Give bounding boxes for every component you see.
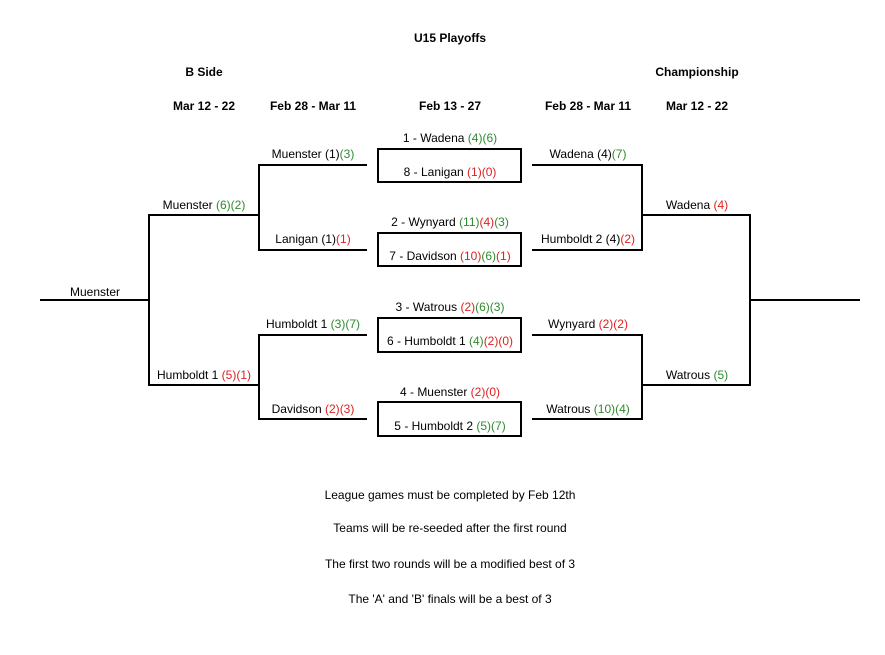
game-score: (2): [230, 198, 246, 212]
game-score: (1): [236, 368, 252, 382]
game-score: (4): [605, 232, 621, 246]
game-score: (10): [460, 249, 482, 263]
b-semi-entry-2: Lanigan (1)(1): [275, 232, 350, 246]
champ-semi-entry-1: Wadena (4)(7): [550, 147, 627, 161]
round-date-b-final: Mar 12 - 22: [172, 99, 236, 113]
game-score: (11): [459, 215, 480, 229]
note-finals-best-of-3: The 'A' and 'B' finals will be a best of…: [348, 592, 552, 606]
round-date-b-semis: Feb 28 - Mar 11: [269, 99, 357, 113]
b-final-entry-1: Muenster (6)(2): [163, 198, 246, 212]
r1-match2-top: 2 - Wynyard (11)(4)(3): [391, 215, 509, 229]
team-name: 4 - Muenster: [399, 385, 471, 399]
game-score: (4): [467, 131, 483, 145]
game-score: (6): [475, 300, 490, 314]
game-score: (2): [598, 317, 614, 331]
b-final-entry-2: Humboldt 1 (5)(1): [157, 368, 251, 382]
team-name: Wynyard: [548, 317, 599, 331]
b-semi-entry-4: Davidson (2)(3): [272, 402, 355, 416]
game-score: (6): [216, 198, 231, 212]
team-name: Muenster: [162, 198, 217, 212]
game-score: (1): [336, 232, 351, 246]
game-score: (3): [330, 317, 346, 331]
game-score: (5): [713, 368, 729, 382]
game-score: (2): [460, 300, 476, 314]
note-league-games: League games must be completed by Feb 12…: [324, 488, 576, 502]
game-score: (4): [597, 147, 612, 161]
r1-match4-bottom: 5 - Humboldt 2 (5)(7): [394, 419, 505, 433]
note-reseeding: Teams will be re-seeded after the first …: [333, 521, 567, 535]
champ-semi-entry-3: Wynyard (2)(2): [548, 317, 628, 331]
game-score: (3): [339, 402, 355, 416]
team-name: 3 - Watrous: [395, 300, 461, 314]
team-name: Lanigan: [275, 232, 322, 246]
game-score: (4): [713, 198, 729, 212]
game-score: (7): [491, 419, 506, 433]
r1-match1-top: 1 - Wadena (4)(6): [403, 131, 497, 145]
r1-match3-bottom: 6 - Humboldt 1 (4)(2)(0): [387, 334, 513, 348]
round-date-champ-semis: Feb 28 - Mar 11: [544, 99, 632, 113]
game-score: (0): [481, 165, 497, 179]
game-score: (1): [325, 147, 340, 161]
game-score: (2): [470, 385, 486, 399]
team-name: Wadena: [665, 198, 714, 212]
round-date-champ-final: Mar 12 - 22: [665, 99, 729, 113]
team-name: Humboldt 2: [540, 232, 606, 246]
b-side-label: B Side: [185, 65, 223, 79]
game-score: (6): [482, 131, 498, 145]
game-score: (1): [467, 165, 482, 179]
r1-match3-top: 3 - Watrous (2)(6)(3): [396, 300, 505, 314]
game-score: (2): [620, 232, 636, 246]
r1-match1-bottom: 8 - Lanigan (1)(0): [404, 165, 497, 179]
game-score: (5): [221, 368, 237, 382]
b-semi-entry-1: Muenster (1)(3): [272, 147, 355, 161]
team-name: 8 - Lanigan: [403, 165, 468, 179]
game-score: (6): [481, 249, 497, 263]
game-score: (7): [611, 147, 627, 161]
game-score: (10): [593, 402, 616, 416]
game-score: (3): [494, 215, 509, 229]
team-name: Humboldt 1: [265, 317, 331, 331]
b-semi-entry-3: Humboldt 1 (3)(7): [266, 317, 360, 331]
game-score: (1): [496, 249, 511, 263]
game-score: (2): [483, 334, 499, 348]
team-name: Watrous: [665, 368, 714, 382]
note-best-of-3-modified: The first two rounds will be a modified …: [324, 557, 576, 571]
game-score: (4): [479, 215, 495, 229]
team-name: 6 - Humboldt 1: [386, 334, 470, 348]
team-name: Wadena: [549, 147, 598, 161]
r1-match2-bottom: 7 - Davidson (10)(6)(1): [389, 249, 510, 263]
champ-semi-entry-2: Humboldt 2 (4)(2): [541, 232, 635, 246]
game-score: (0): [498, 334, 514, 348]
champ-final-entry-2: Watrous (5): [666, 368, 728, 382]
game-score: (1): [321, 232, 337, 246]
game-score: (0): [485, 385, 501, 399]
game-score: (3): [339, 147, 355, 161]
game-score: (7): [345, 317, 361, 331]
champ-final-entry-1: Wadena (4): [666, 198, 728, 212]
championship-label: Championship: [655, 65, 739, 79]
team-name: 5 - Humboldt 2: [394, 419, 477, 433]
round-date-round1: Feb 13 - 27: [418, 99, 482, 113]
game-score: (2): [613, 317, 628, 331]
b-side-champion: Muenster: [69, 285, 121, 299]
team-name: Davidson: [271, 402, 326, 416]
team-name: 1 - Wadena: [402, 131, 468, 145]
r1-match4-top: 4 - Muenster (2)(0): [400, 385, 500, 399]
team-name: Watrous: [546, 402, 594, 416]
game-score: (4): [615, 402, 630, 416]
team-name: Humboldt 1: [156, 368, 222, 382]
page-title: U15 Playoffs: [413, 31, 487, 45]
champ-semi-entry-4: Watrous (10)(4): [546, 402, 630, 416]
game-score: (4): [469, 334, 484, 348]
game-score: (5): [476, 419, 492, 433]
team-name: 2 - Wynyard: [391, 215, 460, 229]
team-name: Muenster: [271, 147, 326, 161]
game-score: (3): [489, 300, 505, 314]
game-score: (2): [325, 402, 340, 416]
team-name: 7 - Davidson: [389, 249, 461, 263]
